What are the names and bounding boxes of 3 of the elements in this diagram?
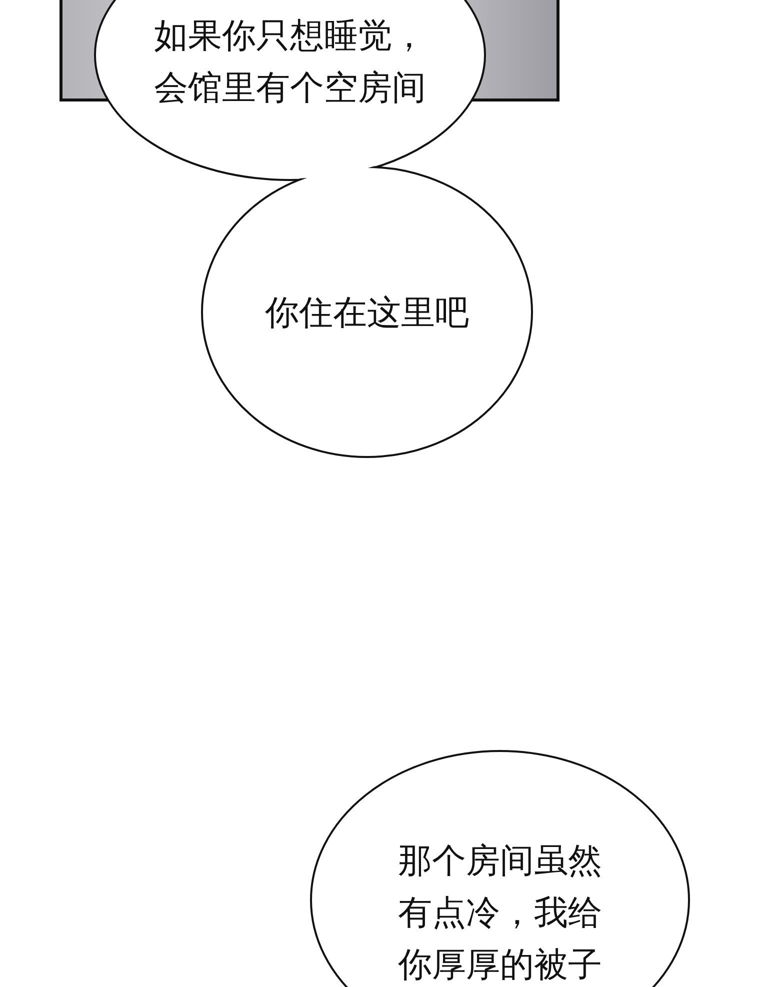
speech-text: 如果你只想睡觉，会馆里有个空房间 (153, 15, 427, 110)
speech-text: 你住在这里吧 (264, 292, 470, 335)
speech-text: 那个房间虽然有点冷，我给你厚厚的被子 (397, 840, 603, 987)
